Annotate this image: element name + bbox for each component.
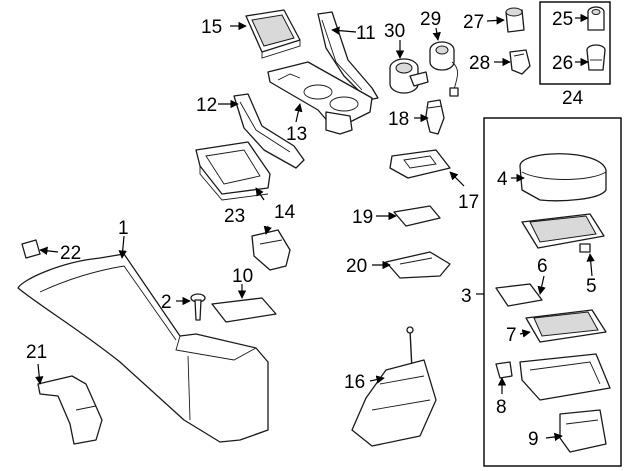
callout-15: 15 bbox=[201, 17, 222, 38]
cup-holder-assembly bbox=[267, 61, 373, 135]
callout-10: 10 bbox=[232, 266, 253, 287]
callout-29: 29 bbox=[420, 9, 441, 30]
callout-20: 20 bbox=[346, 256, 367, 277]
bracket-28 bbox=[509, 49, 531, 75]
callout-2: 2 bbox=[161, 292, 172, 313]
callout-1: 1 bbox=[118, 218, 129, 239]
cup-holder-lid bbox=[245, 9, 301, 59]
plate-19 bbox=[393, 205, 441, 227]
screw bbox=[190, 293, 206, 321]
console-box-base bbox=[519, 353, 611, 401]
pad-10 bbox=[211, 297, 277, 323]
callout-4: 4 bbox=[497, 169, 508, 190]
clip-8 bbox=[495, 361, 513, 379]
callout-14: 14 bbox=[274, 202, 296, 223]
side-panel-left bbox=[233, 93, 305, 169]
callout-7: 7 bbox=[506, 325, 517, 346]
callout-17: 17 bbox=[458, 192, 479, 213]
socket-25 bbox=[587, 6, 605, 31]
callout-labels: 15 11 30 29 27 28 25 26 24 12 13 18 14 1… bbox=[26, 9, 597, 450]
callout-28: 28 bbox=[469, 53, 490, 74]
callout-12: 12 bbox=[196, 95, 217, 116]
console-bracket bbox=[559, 409, 607, 453]
socket-27 bbox=[505, 7, 525, 33]
clip-22 bbox=[21, 239, 41, 259]
callout-11: 11 bbox=[356, 23, 376, 44]
callout-21: 21 bbox=[26, 342, 47, 363]
shift-knob bbox=[425, 99, 445, 135]
callout-25: 25 bbox=[552, 9, 573, 30]
callout-16: 16 bbox=[344, 372, 365, 393]
shift-lever-assembly bbox=[351, 326, 437, 447]
socket-26 bbox=[586, 44, 606, 71]
callout-22: 22 bbox=[60, 243, 81, 264]
callout-13: 13 bbox=[286, 124, 307, 145]
leader-lines bbox=[35, 13, 595, 442]
callout-9: 9 bbox=[528, 429, 539, 450]
inner-tray bbox=[525, 309, 607, 343]
storage-tray bbox=[521, 213, 605, 253]
callout-24: 24 bbox=[562, 88, 584, 109]
kit-box-24 bbox=[539, 1, 611, 85]
callout-30: 30 bbox=[384, 21, 405, 42]
plate-20 bbox=[385, 251, 451, 279]
kit-box-3 bbox=[483, 117, 622, 467]
callout-3: 3 bbox=[461, 286, 472, 307]
callout-8: 8 bbox=[496, 397, 507, 418]
shift-indicator bbox=[389, 149, 451, 179]
power-outlet-harness bbox=[429, 41, 459, 97]
callout-27: 27 bbox=[463, 12, 484, 33]
callout-19: 19 bbox=[352, 207, 373, 228]
mat-6 bbox=[495, 283, 543, 307]
power-outlet bbox=[389, 58, 429, 94]
callout-23: 23 bbox=[224, 206, 245, 227]
armrest-lid bbox=[519, 153, 607, 202]
shift-lock-unit bbox=[251, 229, 291, 271]
callout-5: 5 bbox=[586, 276, 597, 297]
console-body bbox=[17, 253, 269, 443]
callout-26: 26 bbox=[552, 53, 573, 74]
shift-bezel-frame bbox=[195, 141, 271, 201]
callout-18: 18 bbox=[388, 109, 409, 130]
parking-brake-lever bbox=[37, 375, 103, 445]
callout-6: 6 bbox=[537, 256, 548, 277]
